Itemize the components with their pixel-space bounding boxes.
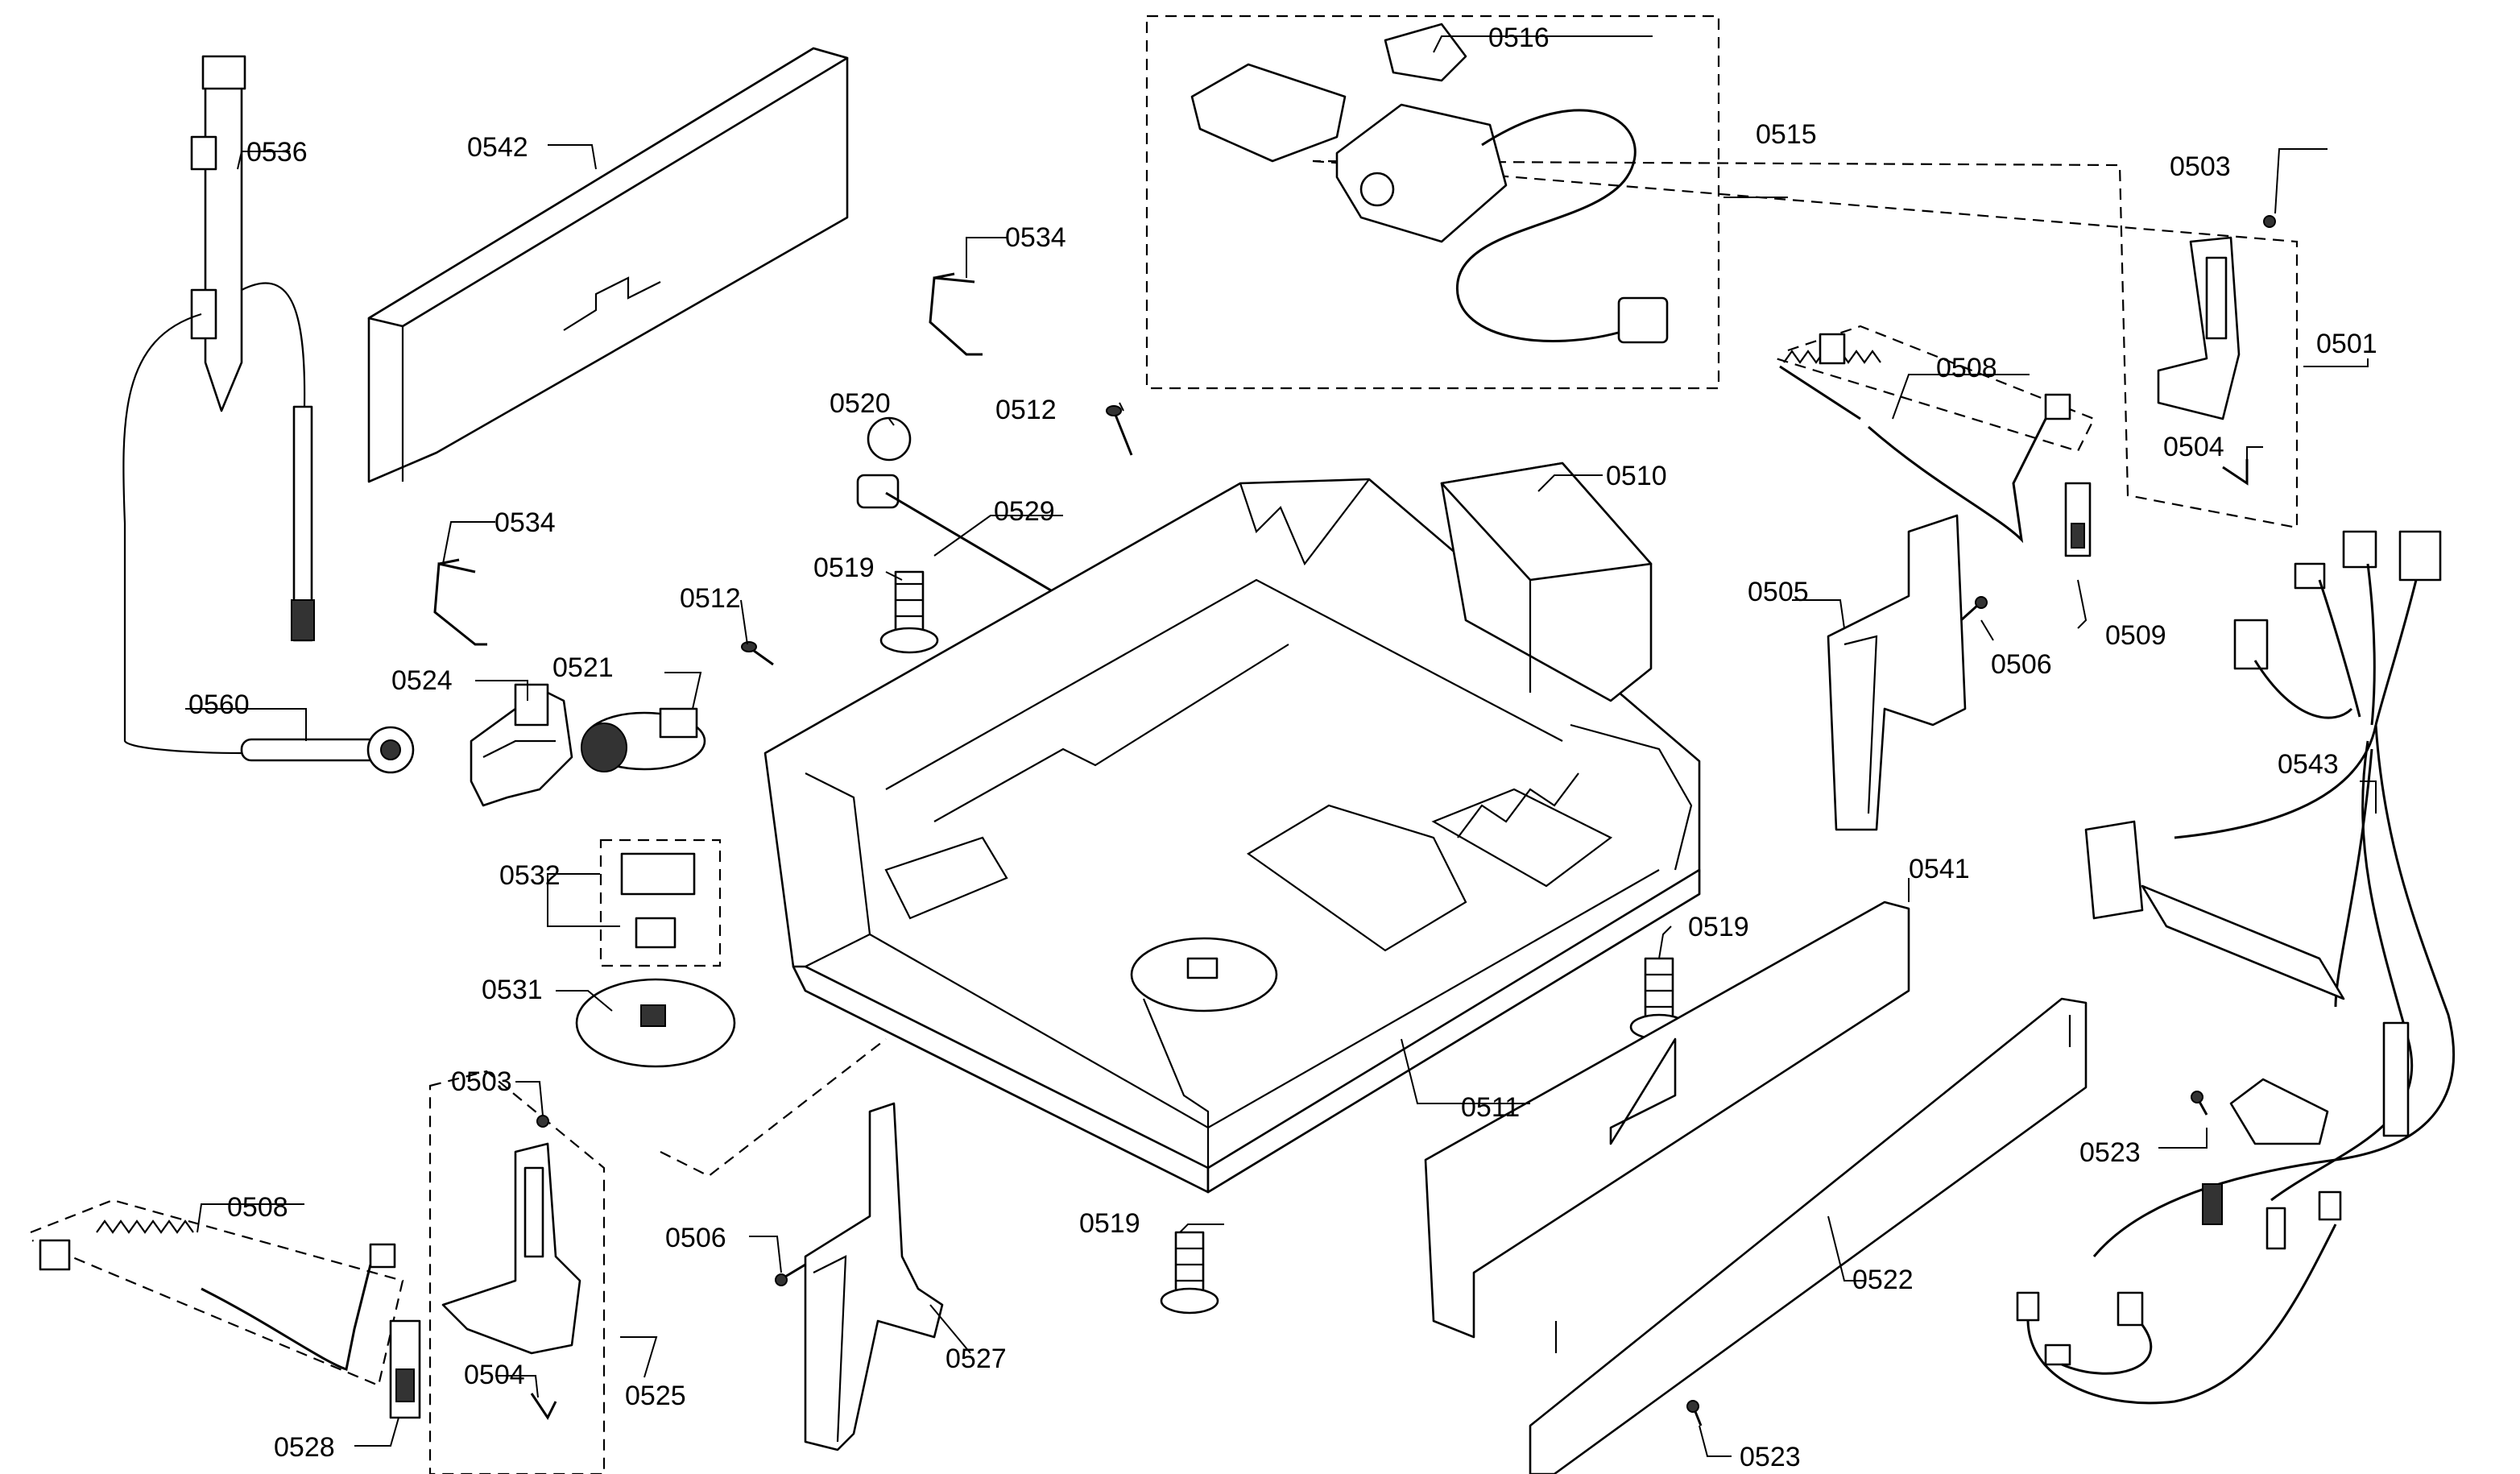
label-0506-left: 0506 <box>665 1223 726 1253</box>
label-0519-right: 0519 <box>1688 912 1749 942</box>
label-0505: 0505 <box>1748 577 1809 607</box>
label-0504-right: 0504 <box>2163 432 2224 462</box>
screw-0523a <box>2191 1091 2208 1116</box>
label-0515: 0515 <box>1756 119 1817 150</box>
label-0541: 0541 <box>1909 854 1970 884</box>
inlet-valve-0521 <box>581 707 706 772</box>
hinge-bracket-0527 <box>804 1102 944 1451</box>
label-0529: 0529 <box>994 496 1055 527</box>
label-0519-bottom: 0519 <box>1079 1208 1140 1239</box>
kick-plate-0522 <box>1529 997 2088 1474</box>
label-0521: 0521 <box>552 652 614 683</box>
base-tub <box>763 478 1701 1194</box>
heater-0515 <box>1190 23 1669 344</box>
label-0525: 0525 <box>625 1381 686 1411</box>
label-0501: 0501 <box>2316 329 2377 359</box>
insulation-panel-0542 <box>367 47 849 483</box>
part-labels: 0516 0515 0503 0501 0504 0508 0509 0506 … <box>188 23 2377 1472</box>
label-0531: 0531 <box>482 975 543 1005</box>
label-0510: 0510 <box>1606 461 1667 491</box>
label-0527: 0527 <box>946 1344 1007 1374</box>
hinge-rod-0536 <box>122 55 315 755</box>
screw-0512b <box>741 641 774 666</box>
hinge-bracket-0505 <box>1827 514 1967 831</box>
label-0523-right: 0523 <box>2079 1137 2141 1168</box>
group-box-0515 <box>1145 14 1720 390</box>
screw-0506a <box>1959 596 1988 622</box>
hose-0560 <box>240 726 415 774</box>
label-0504-left: 0504 <box>464 1360 525 1390</box>
group-box-0532 <box>599 838 722 967</box>
control-module-0510 <box>1440 462 1653 702</box>
leader-lines <box>185 35 2377 1457</box>
group-box-0508a <box>1775 325 2096 453</box>
group-box-0508b <box>30 1199 404 1387</box>
label-0512-mid: 0512 <box>680 583 741 614</box>
label-0534-top: 0534 <box>1005 222 1066 253</box>
label-0519-top: 0519 <box>813 553 875 583</box>
label-0534-mid: 0534 <box>494 507 556 538</box>
label-0523-bottom: 0523 <box>1740 1442 1801 1472</box>
spring-0508b <box>39 1219 396 1371</box>
label-0508-left: 0508 <box>227 1192 288 1223</box>
latch-0528 <box>389 1319 421 1419</box>
label-0536: 0536 <box>246 137 308 168</box>
clip-0534-mid <box>433 558 487 646</box>
label-0516: 0516 <box>1488 23 1550 53</box>
spring-0508a <box>1779 333 2071 544</box>
front-panel-0541 <box>1424 901 1910 1339</box>
sensor-0532 <box>620 852 696 949</box>
latch-0509 <box>2064 482 2092 557</box>
label-0532: 0532 <box>499 860 561 891</box>
label-0528: 0528 <box>274 1432 335 1463</box>
screw-0506b <box>775 1263 806 1286</box>
label-0503-right: 0503 <box>2170 151 2231 182</box>
label-0522: 0522 <box>1852 1265 1914 1295</box>
label-0520: 0520 <box>830 388 891 419</box>
float-0531 <box>575 978 887 1178</box>
clip-0534-top <box>929 272 983 356</box>
label-0509: 0509 <box>2105 620 2166 651</box>
label-0524: 0524 <box>391 665 453 696</box>
label-0506-right: 0506 <box>1991 649 2052 680</box>
hinge-0501 <box>2157 215 2276 486</box>
foot-0519c <box>1160 1231 1219 1315</box>
foot-0519a <box>879 570 939 654</box>
valve-bracket-0524 <box>470 683 573 807</box>
screw-0523b <box>1686 1400 1703 1426</box>
label-0560: 0560 <box>188 689 250 720</box>
label-0512-top: 0512 <box>995 395 1057 425</box>
label-0543: 0543 <box>2278 749 2339 780</box>
label-0542: 0542 <box>467 132 528 163</box>
label-0503-left: 0503 <box>451 1066 512 1097</box>
label-0508-right: 0508 <box>1936 353 1997 383</box>
hinge-0525 <box>441 1115 581 1420</box>
label-0511: 0511 <box>1461 1092 1520 1123</box>
screw-0512a <box>1106 405 1133 456</box>
wiring-harness-0543 <box>2016 530 2456 1405</box>
